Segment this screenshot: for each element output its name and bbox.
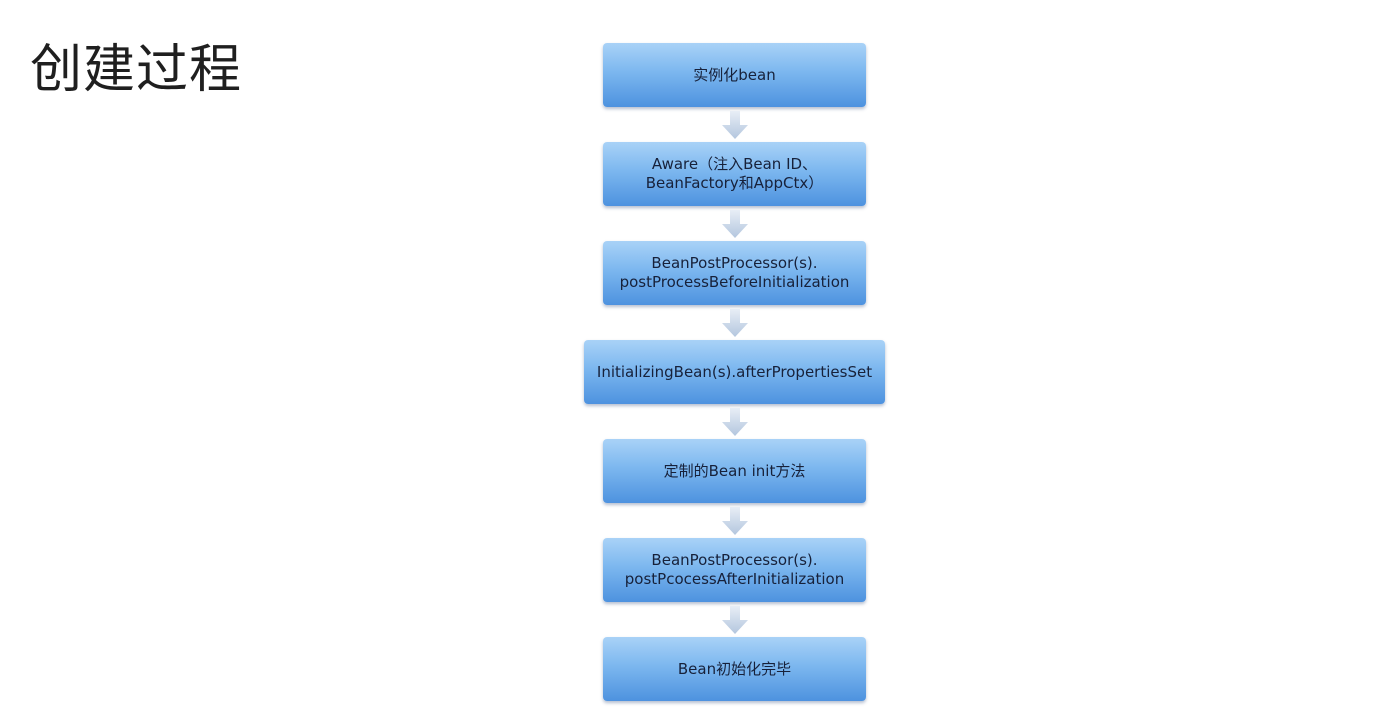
down-arrow-icon: [722, 507, 748, 535]
step-custom-init-method: 定制的Bean init方法: [603, 439, 866, 503]
step-bean-initialized: Bean初始化完毕: [603, 637, 866, 701]
down-arrow-icon: [722, 309, 748, 337]
down-arrow-icon: [722, 408, 748, 436]
step-post-process-before-init: BeanPostProcessor(s). postProcessBeforeI…: [603, 241, 866, 305]
step-instantiate-bean: 实例化bean: [603, 43, 866, 107]
page-title: 创建过程: [30, 40, 243, 100]
step-aware: Aware（注入Bean ID、 BeanFactory和AppCtx）: [603, 142, 866, 206]
down-arrow-icon: [722, 210, 748, 238]
down-arrow-icon: [722, 606, 748, 634]
down-arrow-icon: [722, 111, 748, 139]
step-after-properties-set: InitializingBean(s).afterPropertiesSet: [584, 340, 885, 404]
step-post-process-after-init: BeanPostProcessor(s). postPcocessAfterIn…: [603, 538, 866, 602]
